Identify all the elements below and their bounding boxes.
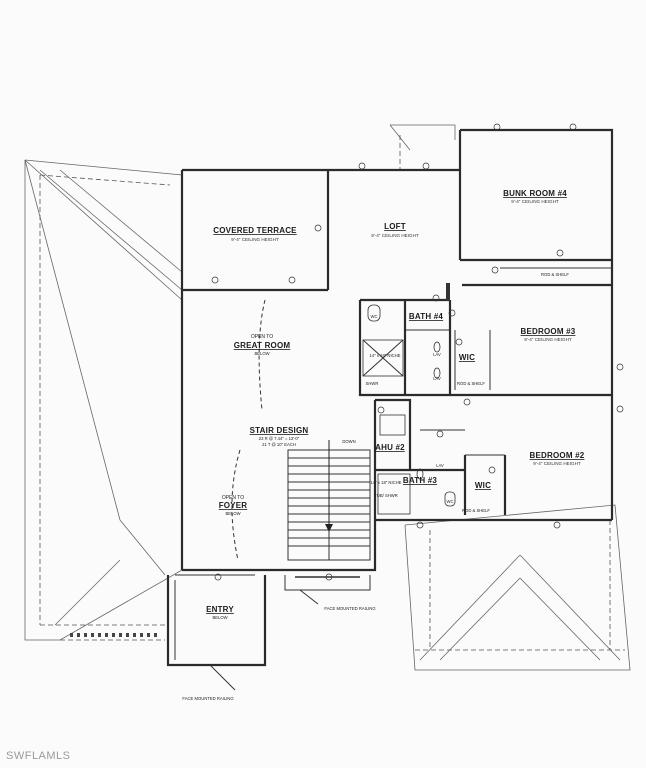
bath4-title: BATH #4: [409, 312, 443, 321]
stair-down: DOWN: [342, 439, 355, 444]
bedroom2-ceiling: 9'-4" CEILING HEIGHT: [533, 461, 581, 466]
loft-label: LOFT 9'-4" CEILING HEIGHT: [371, 222, 419, 238]
stair-title: STAIR DESIGN: [250, 426, 309, 435]
wic-bedroom2-rod-shelf: ROD & SHELF: [462, 508, 490, 513]
great-room-line3: BELOW: [254, 351, 269, 356]
bedroom3-label: BEDROOM #3 9'-4" CEILING HEIGHT: [521, 327, 576, 342]
railing-label-lower: FACE MOUNTED RAILING: [182, 696, 233, 701]
roof-top: [389, 124, 456, 170]
bath4-wc: WC: [371, 314, 378, 319]
entry-title: ENTRY: [206, 605, 234, 614]
bath4-lav-1: LAV: [433, 352, 441, 357]
stair-label: STAIR DESIGN 23 R @ 7.44" = 13'-0" 21 T …: [250, 426, 356, 447]
bath3-title: BATH #3: [403, 476, 437, 485]
bath4-label: BATH #4 14" x 18" NICHE SHWR LAV LAV WC: [366, 312, 444, 386]
bunk-room-title: BUNK ROOM #4: [503, 189, 567, 198]
wic-bedroom3-title: WIC: [459, 353, 475, 362]
covered-terrace-ceiling: 9'-4" CEILING HEIGHT: [231, 237, 279, 242]
great-room-line1: OPEN TO: [251, 334, 273, 340]
great-room-title: GREAT ROOM: [234, 341, 291, 350]
bath4-shwr: SHWR: [366, 381, 379, 386]
wic-bedroom2-label: WIC ROD & SHELF: [462, 481, 491, 513]
foyer-line1: OPEN TO: [222, 495, 244, 501]
interior-walls: [182, 170, 612, 520]
bedroom2-label: BEDROOM #2 9'-4" CEILING HEIGHT: [530, 451, 585, 466]
bath3-label: BATH #3 14" x 18" NICHE TUB/ SHWR LAV WC: [371, 463, 454, 504]
bath3-niche: 14" x 18" NICHE: [371, 480, 402, 485]
covered-terrace-label: COVERED TERRACE 9'-4" CEILING HEIGHT: [213, 226, 297, 242]
entry-below: BELOW: [212, 615, 227, 620]
roof-left: [24, 159, 183, 641]
bedroom3-ceiling: 9'-4" CEILING HEIGHT: [524, 337, 572, 342]
bedroom2-title: BEDROOM #2: [530, 451, 585, 460]
bath3-lav: LAV: [436, 463, 444, 468]
stair: [287, 440, 371, 561]
foyer-title: FOYER: [219, 501, 248, 510]
wic-bedroom3-rod-shelf: ROD & SHELF: [457, 381, 485, 386]
fixtures: [362, 283, 456, 515]
wic-bedroom2-title: WIC: [475, 481, 491, 490]
bath3-wc: WC: [447, 499, 454, 504]
ahu-title: AHU #2: [375, 443, 405, 452]
foyer-line3: BELOW: [225, 511, 240, 516]
entry-label: ENTRY BELOW: [206, 605, 234, 620]
great-room-label: OPEN TO GREAT ROOM BELOW: [234, 334, 291, 356]
entry-area: [166, 574, 371, 691]
foyer-label: OPEN TO FOYER BELOW: [219, 495, 248, 516]
loft-ceiling: 9'-4" CEILING HEIGHT: [371, 233, 419, 238]
loft-title: LOFT: [384, 222, 406, 231]
stair-line3: 21 T @ 10" EACH: [262, 442, 296, 447]
bunk-room-label: BUNK ROOM #4 9'-4" CEILING HEIGHT ROD & …: [503, 189, 569, 277]
bath4-lav-2: LAV: [433, 376, 441, 381]
watermark: SWFLAMLS: [6, 750, 71, 762]
wic-bedroom3-label: WIC ROD & SHELF: [457, 353, 485, 386]
bath4-niche: 14" x 18" NICHE: [370, 353, 401, 358]
bath3-tub-shwr: TUB/ SHWR: [374, 493, 398, 498]
railing-label-upper: FACE MOUNTED RAILING: [324, 606, 375, 611]
bunk-rod-shelf: ROD & SHELF: [541, 272, 569, 277]
bunk-room-ceiling: 9'-4" CEILING HEIGHT: [511, 199, 559, 204]
ahu-label: AHU #2: [375, 443, 405, 452]
roof-right: [404, 504, 631, 671]
bedroom3-title: BEDROOM #3: [521, 327, 576, 336]
stair-line2: 23 R @ 7.44" = 13'-0": [259, 436, 300, 441]
window-markers: [211, 123, 624, 581]
exterior-walls: [180, 128, 614, 572]
covered-terrace-title: COVERED TERRACE: [213, 226, 297, 235]
railing-labels: FACE MOUNTED RAILING FACE MOUNTED RAILIN…: [182, 606, 375, 701]
open-to-below-curves: [231, 299, 266, 561]
